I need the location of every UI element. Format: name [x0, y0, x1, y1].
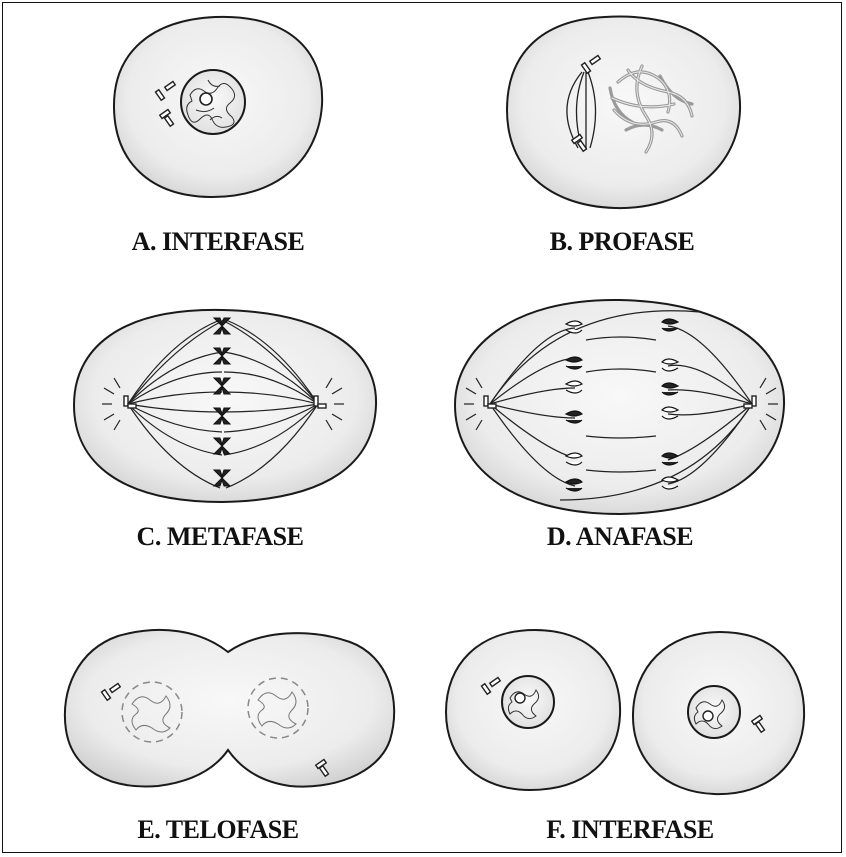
nucleolus — [200, 93, 212, 105]
cell-c-metafase — [74, 310, 376, 502]
cell-a-interfase — [114, 17, 322, 197]
cell-d-anafase — [455, 300, 784, 514]
caption-c: C. METAFASE — [137, 522, 304, 552]
cell-f-interfase — [446, 630, 804, 794]
cell-membrane — [65, 630, 394, 787]
caption-f: F. INTERFASE — [546, 815, 713, 845]
caption-e: E. TELOFASE — [137, 815, 298, 845]
caption-d: D. ANAFASE — [547, 522, 693, 552]
caption-a: A. INTERFASE — [132, 227, 305, 257]
cell-e-telofase — [65, 630, 394, 787]
cell-b-profase — [507, 17, 740, 209]
nucleus-left — [502, 676, 554, 728]
nucleus-right — [688, 686, 740, 738]
cell-membrane — [507, 17, 740, 209]
caption-b: B. PROFASE — [550, 227, 695, 257]
